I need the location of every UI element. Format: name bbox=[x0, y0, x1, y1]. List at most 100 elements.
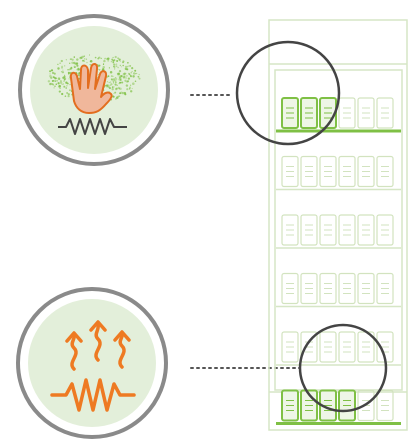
speckle-dot bbox=[114, 67, 115, 68]
can-icon bbox=[301, 157, 317, 187]
speckle-dot bbox=[118, 59, 120, 61]
can-icon bbox=[339, 98, 355, 128]
can-icon bbox=[358, 157, 374, 187]
can-icon bbox=[377, 391, 393, 421]
can-icon bbox=[320, 274, 336, 304]
speckle-dot bbox=[112, 62, 114, 64]
can-icon bbox=[301, 215, 317, 245]
speckle-dot bbox=[68, 69, 69, 70]
speckle-dot bbox=[89, 54, 90, 55]
speckle-dot bbox=[76, 58, 78, 60]
speckle-dot bbox=[128, 77, 130, 79]
speckle-dot bbox=[101, 58, 102, 59]
speckle-dot bbox=[74, 56, 75, 57]
speckle-dot bbox=[111, 61, 112, 62]
can-icon bbox=[282, 391, 298, 421]
speckle-dot bbox=[132, 71, 133, 72]
speckle-dot bbox=[112, 88, 114, 90]
speckle-dot bbox=[68, 93, 70, 95]
speckle-dot bbox=[51, 69, 53, 71]
speckle-dot bbox=[132, 75, 134, 77]
speckle-dot bbox=[132, 88, 133, 89]
top-circle-group bbox=[20, 16, 168, 164]
speckle-dot bbox=[116, 96, 119, 99]
speckle-dot bbox=[66, 92, 68, 94]
can-icon bbox=[339, 274, 355, 304]
speckle-dot bbox=[124, 93, 126, 95]
speckle-dot bbox=[110, 85, 111, 86]
speckle-dot bbox=[79, 57, 81, 59]
can-icon bbox=[320, 157, 336, 187]
speckle-dot bbox=[78, 74, 80, 76]
speckle-dot bbox=[112, 59, 113, 60]
speckle-dot bbox=[120, 65, 121, 66]
speckle-dot bbox=[121, 66, 122, 67]
speckle-dot bbox=[74, 66, 76, 68]
speckle-dot bbox=[131, 67, 133, 69]
can-icon bbox=[377, 215, 393, 245]
speckle-dot bbox=[98, 57, 99, 58]
speckle-dot bbox=[69, 78, 70, 79]
speckle-dot bbox=[112, 57, 113, 58]
can-icon bbox=[320, 215, 336, 245]
speckle-dot bbox=[56, 80, 58, 82]
speckle-dot bbox=[56, 83, 58, 85]
speckle-dot bbox=[129, 65, 131, 67]
speckle-dot bbox=[63, 76, 65, 78]
speckle-dot bbox=[84, 61, 85, 62]
speckle-dot bbox=[63, 80, 65, 82]
speckle-dot bbox=[117, 57, 119, 59]
speckle-dot bbox=[135, 80, 137, 82]
speckle-dot bbox=[54, 85, 56, 87]
speckle-dot bbox=[62, 70, 63, 71]
speckle-dot bbox=[118, 75, 119, 76]
can-icon bbox=[377, 274, 393, 304]
speckle-dot bbox=[64, 86, 65, 87]
cooler-cans bbox=[282, 98, 393, 421]
speckle-dot bbox=[61, 60, 63, 62]
speckle-dot bbox=[116, 63, 117, 64]
speckle-dot bbox=[111, 75, 113, 77]
speckle-dot bbox=[105, 85, 106, 86]
can-icon bbox=[358, 274, 374, 304]
speckle-dot bbox=[106, 58, 108, 60]
speckle-dot bbox=[116, 88, 118, 90]
speckle-dot bbox=[126, 88, 128, 90]
speckle-dot bbox=[127, 62, 129, 64]
speckle-dot bbox=[52, 84, 54, 86]
speckle-dot bbox=[106, 86, 108, 88]
can-icon bbox=[282, 274, 298, 304]
speckle-dot bbox=[59, 87, 61, 89]
speckle-dot bbox=[71, 67, 73, 69]
speckle-dot bbox=[105, 58, 106, 59]
speckle-dot bbox=[116, 60, 118, 62]
speckle-dot bbox=[131, 72, 132, 73]
speckle-dot bbox=[119, 75, 120, 76]
speckle-dot bbox=[99, 69, 101, 71]
speckle-dot bbox=[62, 71, 64, 73]
speckle-dot bbox=[103, 64, 104, 65]
speckle-dot bbox=[50, 83, 52, 85]
can-icon bbox=[301, 274, 317, 304]
speckle-dot bbox=[52, 72, 53, 73]
speckle-dot bbox=[108, 86, 110, 88]
can-icon bbox=[320, 332, 336, 362]
speckle-dot bbox=[116, 65, 118, 67]
speckle-dot bbox=[139, 78, 141, 80]
speckle-dot bbox=[54, 73, 56, 75]
speckle-dot bbox=[115, 56, 117, 58]
speckle-dot bbox=[50, 77, 52, 79]
speckle-dot bbox=[114, 83, 116, 85]
speckle-dot bbox=[107, 60, 109, 62]
can-icon bbox=[358, 98, 374, 128]
speckle-dot bbox=[120, 61, 121, 62]
can-icon bbox=[339, 391, 355, 421]
speckle-dot bbox=[65, 78, 67, 80]
speckle-dot bbox=[86, 62, 87, 63]
speckle-dot bbox=[129, 86, 131, 88]
speckle-dot bbox=[125, 77, 127, 79]
speckle-dot bbox=[83, 55, 85, 57]
speckle-dot bbox=[110, 82, 111, 83]
speckle-dot bbox=[82, 60, 84, 62]
speckle-dot bbox=[132, 82, 135, 85]
